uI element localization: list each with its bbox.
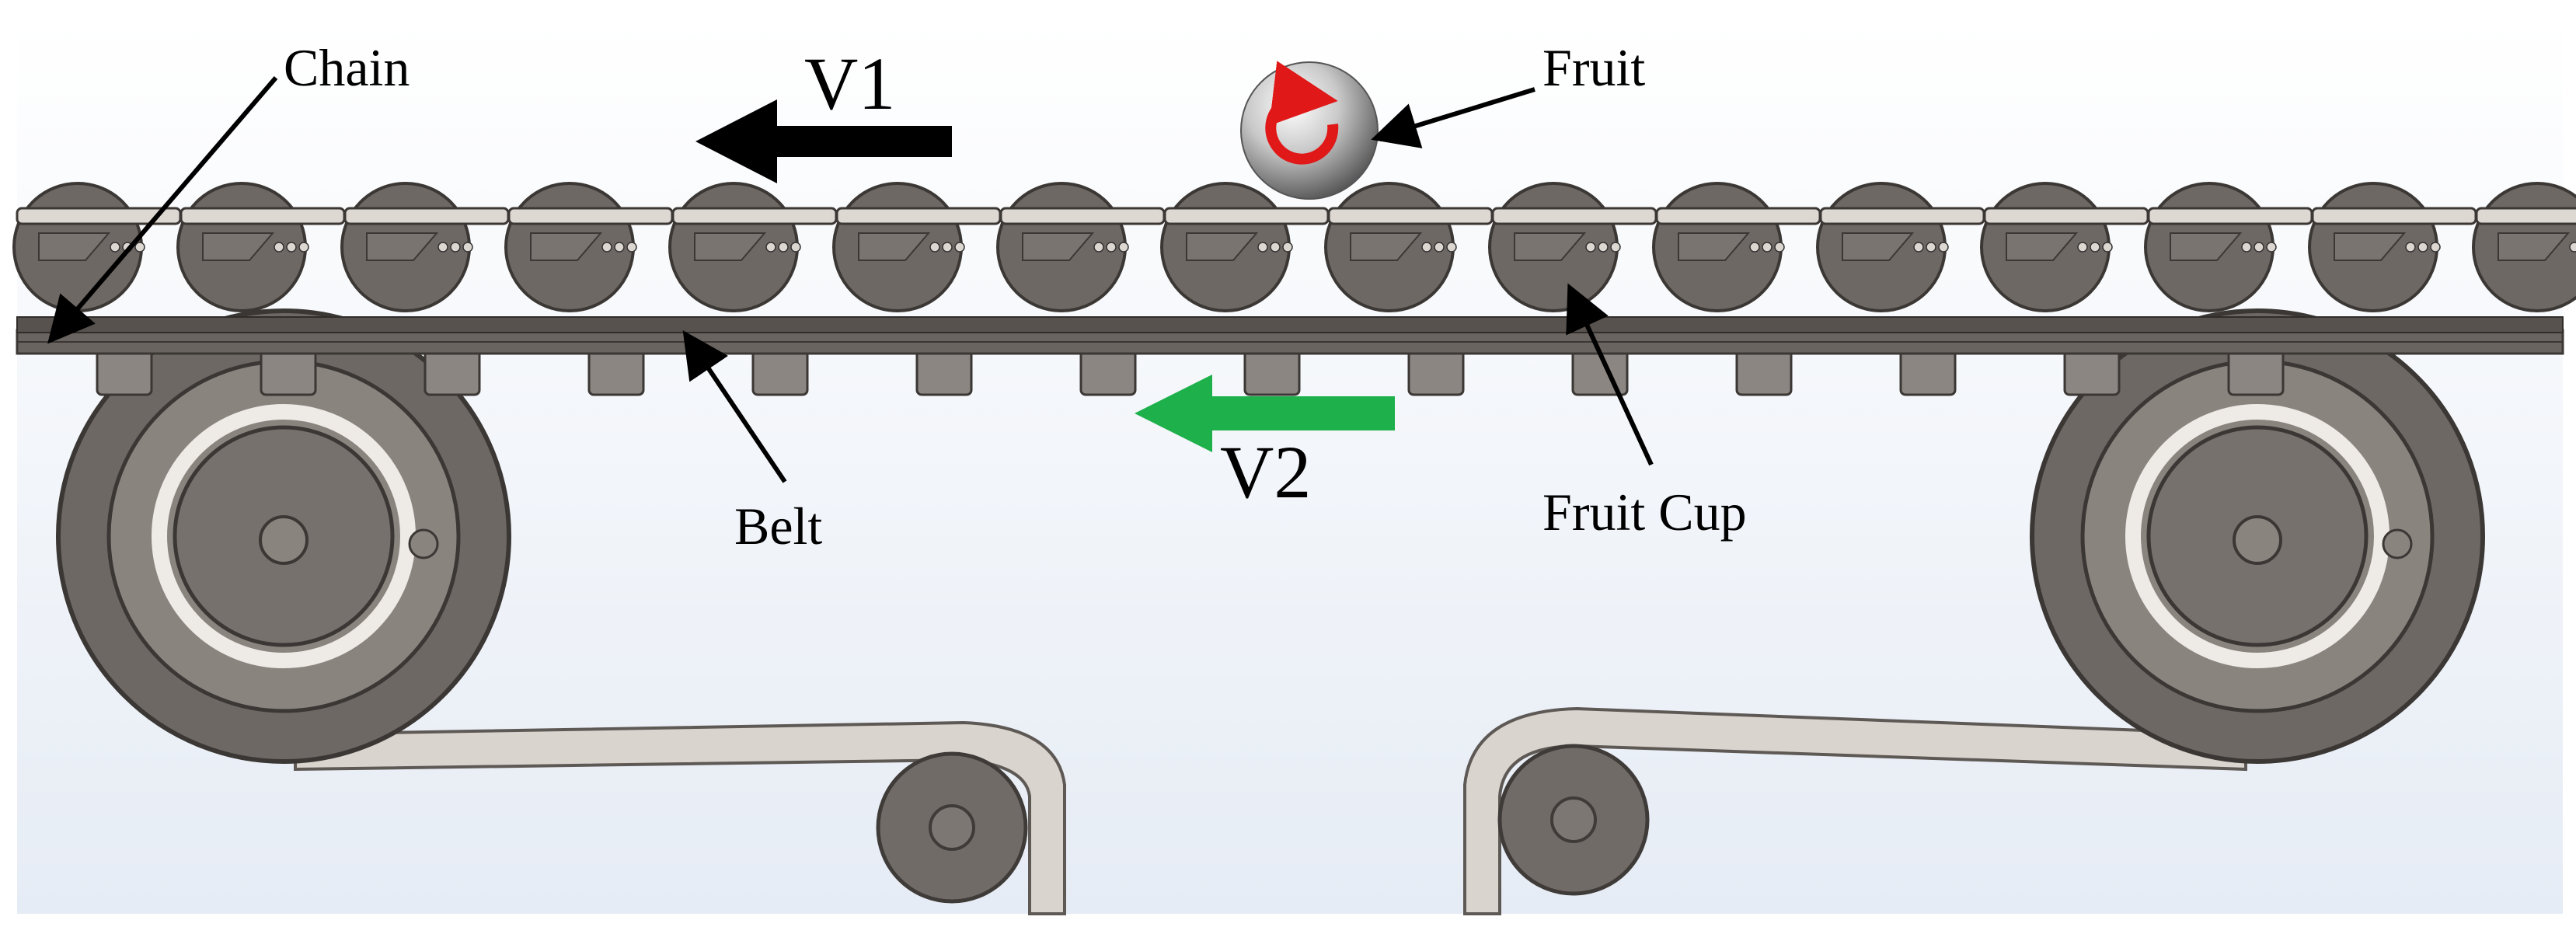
fruit-cups	[12, 182, 2576, 312]
leader-lines	[47, 76, 1654, 483]
fruit-cup-label: Fruit Cup	[1542, 483, 1747, 542]
main-pulley-left	[56, 308, 511, 764]
v1-arrow-icon	[695, 99, 952, 183]
fruit-cup	[832, 182, 1002, 312]
belt-label: Belt	[734, 497, 822, 556]
chain-label: Chain	[284, 38, 410, 97]
fruit-cup	[1980, 182, 2149, 312]
belt-leader-line	[682, 330, 787, 483]
fruit-cup	[1324, 182, 1494, 312]
v2-label: V2	[1220, 430, 1311, 514]
v1-label: V1	[804, 42, 895, 125]
tension-pulley-right	[1497, 744, 1650, 896]
fruit-label: Fruit	[1542, 38, 1645, 97]
fruit-cup	[340, 182, 510, 312]
belt	[16, 316, 2564, 333]
fruit-leader-line	[1371, 87, 1535, 148]
fruit-cup	[2144, 182, 2313, 312]
fruit-cup	[2308, 182, 2477, 312]
fruit-cup-leader-line	[1566, 283, 1654, 466]
fruit-cup	[1488, 182, 1657, 312]
fruit-cup	[1652, 182, 1821, 312]
rotation-arrow-icon	[1265, 61, 1339, 165]
fruit-cup	[668, 182, 838, 312]
tension-pulley-left	[876, 751, 1028, 904]
fruit-cup	[2472, 182, 2576, 312]
v2-arrow-icon	[1135, 375, 1395, 452]
fruit-cup	[176, 182, 346, 312]
fruit	[1240, 61, 1379, 200]
chain	[16, 329, 2564, 355]
chain-leader-line	[47, 76, 278, 344]
main-pulley-right	[2030, 308, 2485, 764]
fruit-cup	[996, 182, 1166, 312]
fruit-cup	[504, 182, 674, 312]
fruit-cup	[1816, 182, 1985, 312]
fruit-cup	[1160, 182, 1330, 312]
